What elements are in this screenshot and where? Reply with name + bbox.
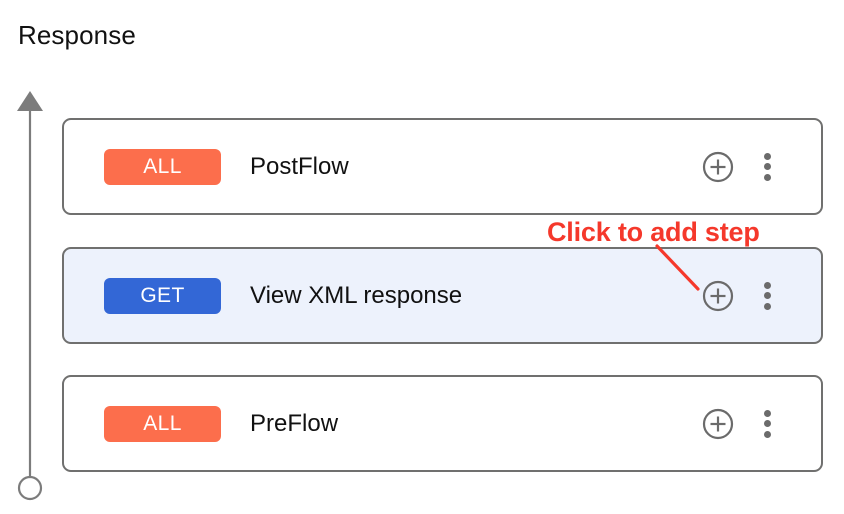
flow-row-postflow[interactable]: ALL PostFlow bbox=[62, 118, 823, 215]
annotation-text: Click to add step bbox=[547, 217, 760, 247]
kebab-menu-icon bbox=[763, 292, 771, 299]
row-badge-method: ALL bbox=[104, 405, 221, 442]
circle-endpoint-icon bbox=[17, 475, 43, 501]
kebab-menu-icon bbox=[763, 152, 771, 160]
kebab-menu-icon bbox=[763, 173, 771, 181]
add-step-button[interactable] bbox=[701, 279, 735, 313]
row-overflow-menu-button[interactable] bbox=[755, 151, 779, 183]
plus-circle-icon bbox=[702, 408, 734, 439]
kebab-menu-icon bbox=[763, 430, 771, 438]
plus-circle-icon bbox=[702, 151, 734, 182]
arrow-up-icon bbox=[17, 91, 43, 111]
kebab-menu-icon bbox=[763, 163, 771, 170]
row-label: PreFlow bbox=[250, 409, 339, 437]
row-label: PostFlow bbox=[250, 152, 349, 180]
add-step-button[interactable] bbox=[701, 150, 735, 184]
add-step-button[interactable] bbox=[701, 407, 735, 441]
page-title: Response bbox=[18, 20, 136, 50]
row-badge-method: GET bbox=[104, 277, 221, 314]
kebab-menu-icon bbox=[763, 281, 771, 289]
kebab-menu-icon bbox=[763, 302, 771, 310]
kebab-menu-icon bbox=[763, 420, 771, 427]
plus-circle-icon bbox=[702, 280, 734, 311]
flow-row-preflow[interactable]: ALL PreFlow bbox=[62, 375, 823, 472]
row-overflow-menu-button[interactable] bbox=[755, 280, 779, 312]
kebab-menu-icon bbox=[763, 409, 771, 417]
row-badge-method: ALL bbox=[104, 148, 221, 185]
flow-direction-axis bbox=[17, 91, 43, 501]
row-overflow-menu-button[interactable] bbox=[755, 408, 779, 440]
row-label: View XML response bbox=[250, 281, 463, 309]
flow-row-view-xml-response[interactable]: GET View XML response bbox=[62, 247, 823, 344]
